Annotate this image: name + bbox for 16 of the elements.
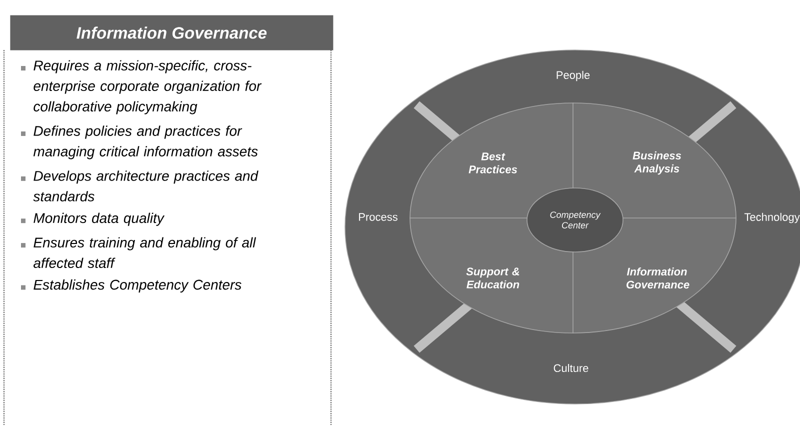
ring-label: Technology [744, 212, 800, 224]
ring-label: Process [359, 213, 398, 221]
center-label: Competency Center [550, 212, 601, 228]
quadrant-label: Information Governance [626, 267, 690, 289]
quadrant-label: Business Analysis [632, 151, 682, 175]
ring-label: People [556, 70, 590, 82]
bullet-item: Defines policies and practices for managing critical information assets [21, 126, 258, 160]
bullet-item: Monitors data quality [21, 212, 165, 226]
bullet-item: Ensures training and enabling of all affected staff [21, 237, 256, 268]
quadrant-label: Support & Education [466, 268, 520, 288]
bullet-item: Develops architecture practices and standards [21, 170, 258, 202]
ring-label: Culture [554, 364, 588, 372]
header-bar: Information Governance [10, 15, 334, 50]
quadrant-label: Best Practices [468, 152, 518, 174]
bullet-item: Establishes Competency Centers [21, 279, 242, 292]
bullet-item: Requires a mission-specific, cross-enterprise corporate organization for collaborative policymaking [21, 60, 262, 114]
